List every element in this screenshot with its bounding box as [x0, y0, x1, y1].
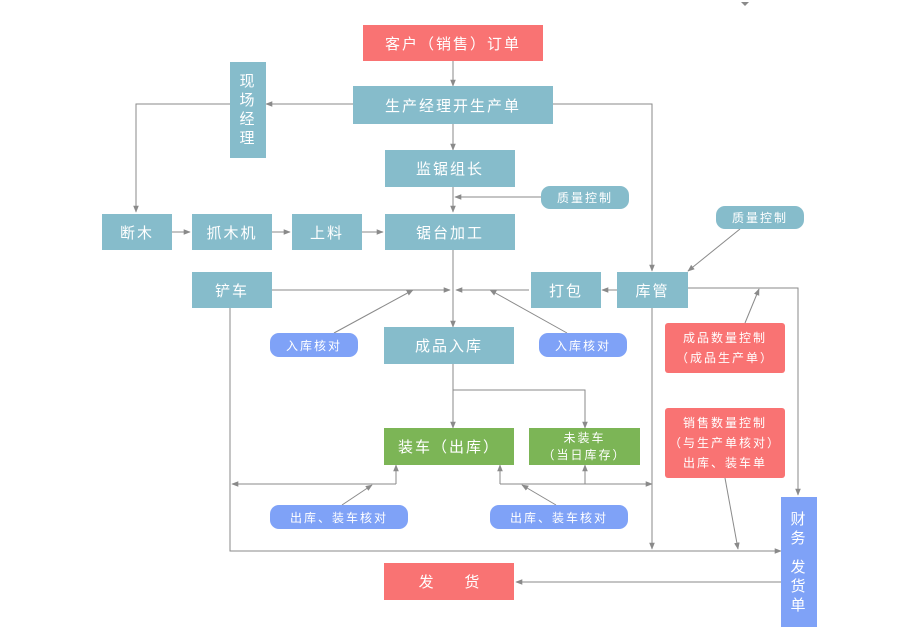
finance-shipping-note-node: 财务发货单 [781, 497, 817, 627]
outbound-check-node: 出库、装车核对 [490, 505, 628, 529]
cut-wood-node: 断木 [102, 214, 172, 250]
quality-control-node: 质量控制 [541, 186, 629, 209]
production-manager-node: 生产经理开生产单 [353, 86, 553, 124]
finished-goods-in-node: 成品入库 [384, 327, 514, 364]
inbound-check-node: 入库核对 [270, 333, 358, 357]
packing-node: 打包 [531, 272, 601, 308]
quality-control-node: 质量控制 [716, 206, 804, 229]
loading-node: 上料 [292, 214, 362, 250]
saw-leader-node: 监锯组长 [385, 150, 515, 187]
saw-processing-node: 锯台加工 [385, 214, 515, 250]
warehouse-manager-node: 库管 [617, 272, 688, 308]
outbound-check-node: 出库、装车核对 [270, 505, 408, 529]
loading-out-node: 装车（出库） [384, 428, 514, 465]
sales-qty-control-node: 销售数量控制 （与生产单核对） 出库、装车单 [665, 408, 785, 478]
not-loaded-node: 未装车 （当日库存） [529, 428, 640, 465]
site-manager-node: 现场经理 [230, 62, 266, 158]
shipping-node: 发 货 [384, 563, 514, 600]
finished-qty-control-node: 成品数量控制 （成品生产单） [665, 323, 785, 373]
grab-machine-node: 抓木机 [192, 214, 272, 250]
inbound-check-node: 入库核对 [539, 333, 627, 357]
forklift-node: 铲车 [192, 272, 272, 308]
customer-order-node: 客户（销售）订单 [363, 25, 543, 61]
